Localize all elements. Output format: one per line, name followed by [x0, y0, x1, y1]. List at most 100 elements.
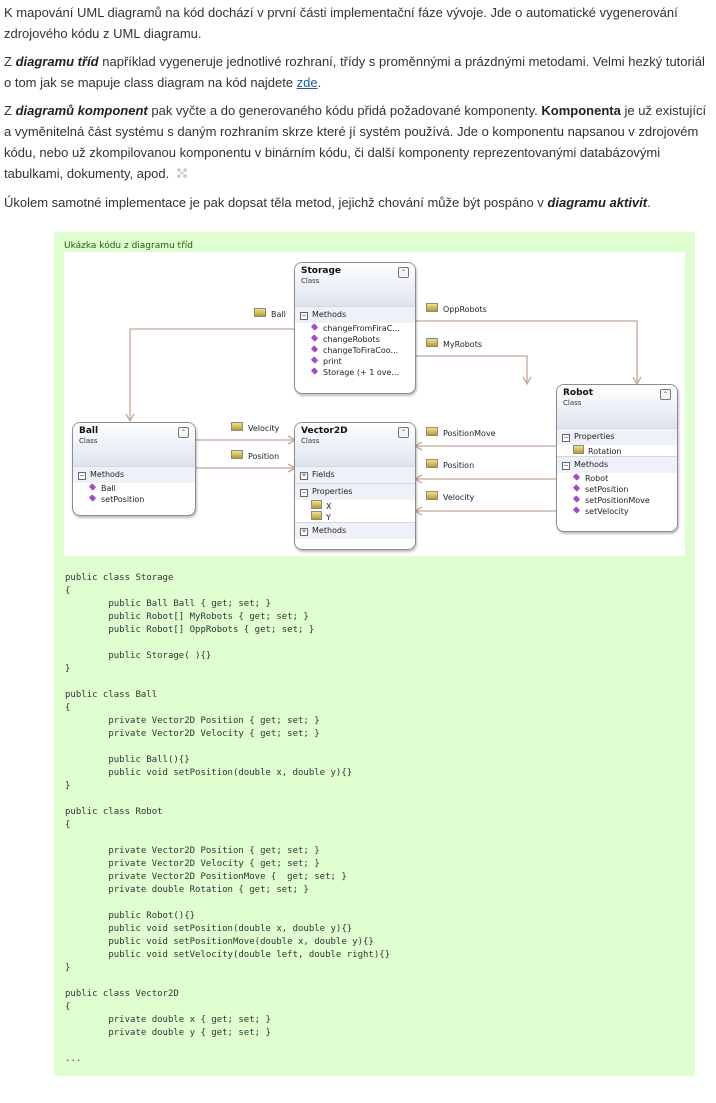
- assoc-label-positionmove: PositionMove: [426, 427, 496, 438]
- member-name: Ball: [101, 484, 116, 493]
- minus-box-icon[interactable]: −: [562, 462, 570, 470]
- property-icon: [254, 308, 266, 317]
- class-name: Storage: [301, 266, 342, 276]
- emphasis-component-diagram: diagramů komponent: [15, 103, 148, 118]
- property-icon: [426, 303, 438, 312]
- tutorial-link[interactable]: zde: [296, 75, 318, 90]
- class-box-storage[interactable]: Storage Class ⌃ −Methods changeFromFiraC…: [294, 262, 416, 394]
- class-name: Robot: [563, 388, 594, 398]
- member-name: X: [326, 502, 332, 511]
- label-text: Position: [443, 461, 475, 470]
- member-method: changeFromFiraC...: [295, 323, 415, 334]
- member-property: Y: [295, 511, 415, 522]
- text: Úkolem samotné implementace je pak dopsa…: [4, 195, 548, 210]
- section-properties[interactable]: −Properties: [295, 483, 415, 500]
- class-diagram-paragraph: Z diagramu tříd například vygeneruje jed…: [4, 51, 709, 93]
- member-method: Storage (+ 1 ove...: [295, 367, 415, 378]
- class-header: Vector2D Class ⌃: [295, 423, 415, 466]
- class-kind: Class: [79, 437, 98, 445]
- property-icon: [231, 450, 243, 459]
- assoc-label-velocity-ball: Velocity: [231, 422, 279, 433]
- text: Z: [4, 54, 16, 69]
- method-icon: [572, 495, 581, 503]
- text: je už existující a vyměnitelná část syst…: [4, 103, 707, 181]
- component-diagram-paragraph: Z diagramů komponent pak vyčte a do gene…: [4, 100, 709, 184]
- emphasis-class-diagram: diagramu tříd: [15, 54, 99, 69]
- method-icon: [88, 494, 97, 502]
- class-kind: Class: [563, 399, 582, 407]
- collapse-icon[interactable]: ⌃: [178, 427, 189, 438]
- section-label: Methods: [312, 310, 347, 319]
- member-property: Rotation: [557, 445, 677, 456]
- class-name: Vector2D: [301, 426, 348, 436]
- plus-box-icon[interactable]: +: [300, 528, 308, 536]
- arrow-head: [125, 413, 135, 423]
- assoc-label-position-ball: Position: [231, 450, 279, 461]
- text: pak vyčte a do generovaného kódu přidá p…: [147, 103, 542, 118]
- member-method: Ball: [73, 483, 195, 494]
- link-storage-opprobots: [416, 320, 638, 383]
- class-kind: Class: [301, 437, 320, 445]
- text: Z: [4, 103, 16, 118]
- method-icon: [88, 483, 97, 491]
- property-icon: [426, 459, 438, 468]
- member-method: setPosition: [557, 484, 677, 495]
- section-properties[interactable]: −Properties: [557, 428, 677, 445]
- section-methods[interactable]: −Methods: [73, 466, 195, 483]
- label-text: Position: [248, 452, 280, 461]
- collapse-icon[interactable]: ⌃: [660, 389, 671, 400]
- label-text: MyRobots: [443, 340, 483, 349]
- property-icon: [231, 422, 243, 431]
- section-label: Properties: [312, 487, 353, 496]
- text: .: [317, 75, 322, 90]
- minus-box-icon[interactable]: −: [300, 312, 308, 320]
- strong-component: Komponenta: [541, 103, 621, 118]
- member-name: Rotation: [588, 447, 622, 456]
- method-icon: [310, 334, 319, 342]
- class-box-robot[interactable]: Robot Class ⌃ −Properties Rotation −Meth…: [556, 384, 678, 532]
- plus-box-icon[interactable]: +: [300, 472, 308, 480]
- method-icon: [572, 484, 581, 492]
- class-box-ball[interactable]: Ball Class ⌃ −Methods Ball setPosition: [72, 422, 196, 516]
- section-fields[interactable]: +Fields: [295, 466, 415, 483]
- assoc-label-position-robot: Position: [426, 459, 474, 470]
- member-method: setPositionMove: [557, 495, 677, 506]
- method-icon: [310, 356, 319, 364]
- section-methods[interactable]: −Methods: [295, 306, 415, 323]
- smiley-icon: [177, 168, 187, 178]
- member-name: setVelocity: [585, 507, 629, 516]
- property-icon: [311, 500, 322, 509]
- member-name: changeFromFiraC...: [323, 324, 400, 333]
- collapse-icon[interactable]: ⌃: [398, 427, 409, 438]
- member-name: Storage (+ 1 ove...: [323, 368, 400, 377]
- member-method: Robot: [557, 473, 677, 484]
- section-label: Methods: [312, 526, 347, 535]
- arrow-head: [522, 376, 532, 386]
- member-method: changeRobots: [295, 334, 415, 345]
- section-methods[interactable]: −Methods: [557, 456, 677, 473]
- section-methods[interactable]: + Methods: [295, 522, 415, 539]
- member-name: Y: [326, 513, 331, 522]
- class-box-vector2d[interactable]: Vector2D Class ⌃ +Fields −Properties X Y…: [294, 422, 416, 550]
- member-name: setPosition: [585, 485, 629, 494]
- member-name: Robot: [585, 474, 609, 483]
- emphasis-activity-diagram: diagramu aktivit: [547, 195, 648, 210]
- section-label: Methods: [90, 470, 125, 479]
- collapse-icon[interactable]: ⌃: [398, 267, 409, 278]
- text: například vygeneruje jednotlivé rozhraní…: [4, 54, 705, 90]
- minus-box-icon[interactable]: −: [562, 434, 570, 442]
- method-icon: [572, 473, 581, 481]
- class-kind: Class: [301, 277, 320, 285]
- link-storage-ball: [129, 328, 294, 420]
- member-method: setPosition: [73, 494, 195, 505]
- member-name: print: [323, 357, 342, 366]
- minus-box-icon[interactable]: −: [78, 472, 86, 480]
- property-icon: [573, 445, 584, 454]
- code-example-title: Ukázka kódu z diagramu tříd: [64, 241, 194, 251]
- link-storage-myrobots: [416, 355, 528, 383]
- property-icon: [426, 427, 438, 436]
- assoc-label-ball: Ball: [254, 308, 286, 319]
- minus-box-icon[interactable]: −: [300, 489, 308, 497]
- property-icon: [426, 338, 438, 347]
- label-text: Velocity: [443, 493, 475, 502]
